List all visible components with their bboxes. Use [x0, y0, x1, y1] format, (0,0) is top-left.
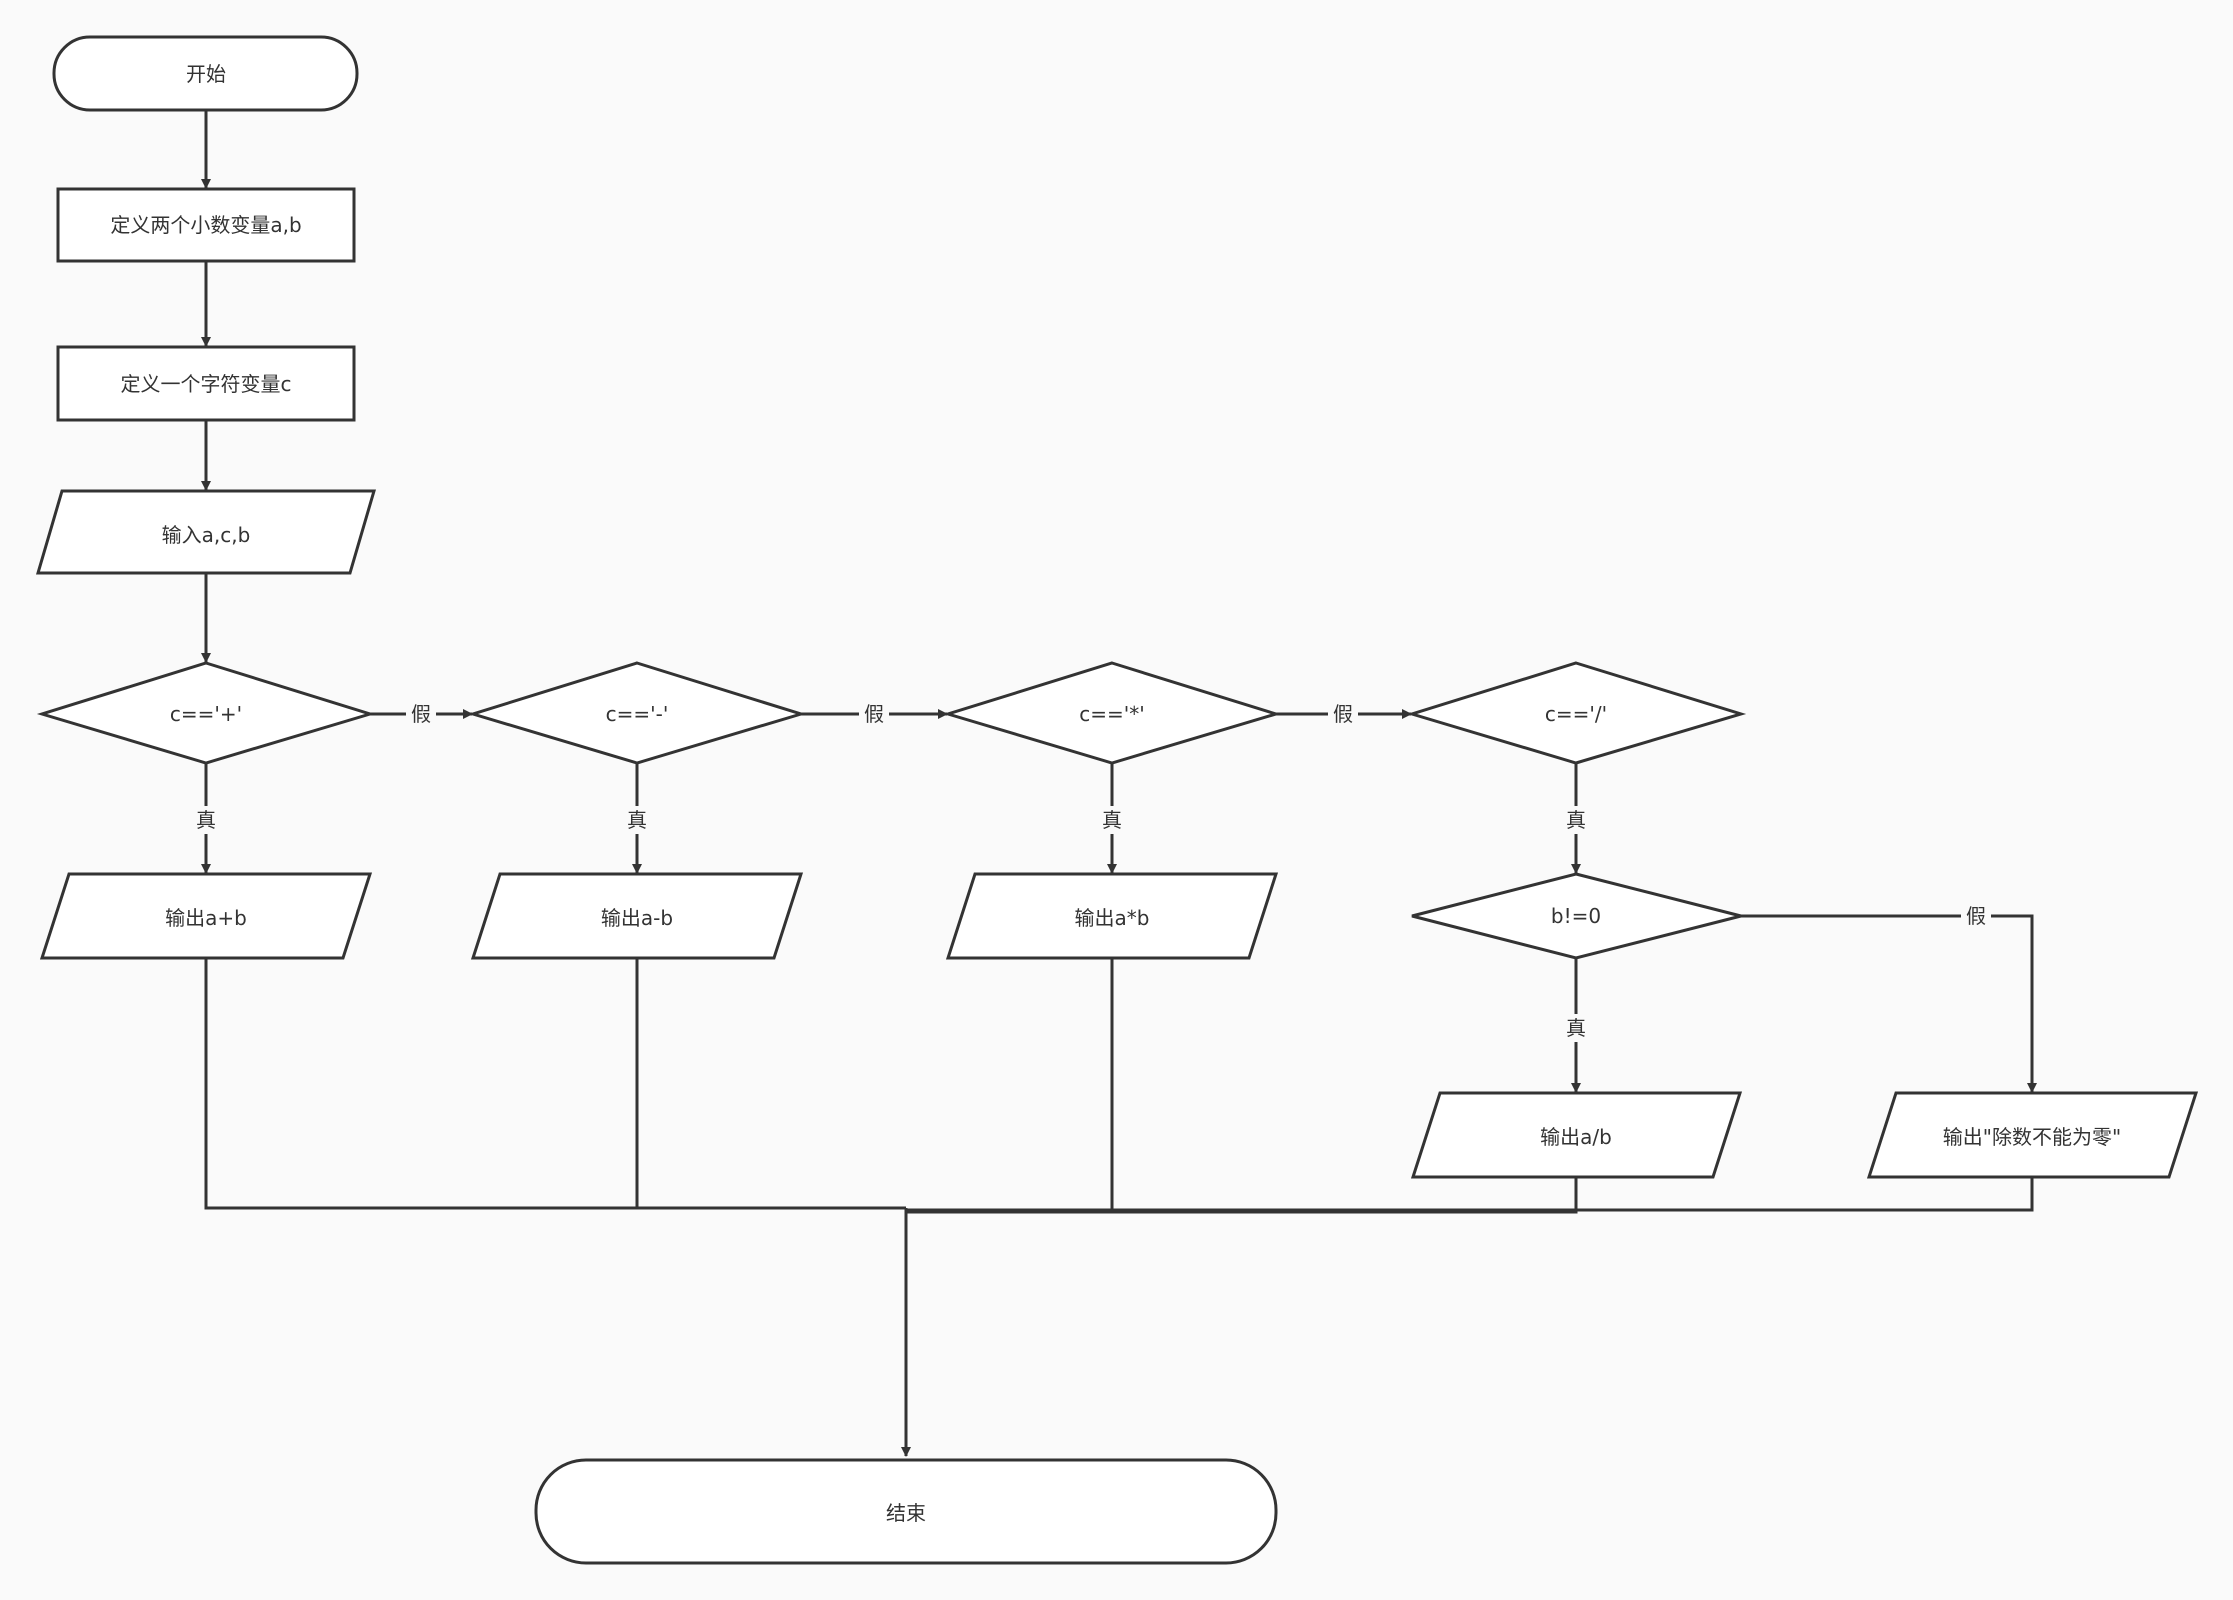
label-times-false: 假 [1333, 702, 1353, 726]
node-out-error[interactable]: 输出"除数不能为零" [1866, 1091, 2199, 1179]
node-input-label: 输入a,c,b [162, 523, 251, 547]
node-out-error-label: 输出"除数不能为零" [1943, 1125, 2121, 1149]
node-out-sum[interactable]: 输出a+b [39, 872, 373, 960]
node-out-quot-label: 输出a/b [1540, 1125, 1612, 1149]
node-out-diff-label: 输出a-b [601, 906, 673, 930]
node-end[interactable]: 结束 [534, 1458, 1278, 1565]
node-cond-bnz[interactable]: b!=0 [1411, 872, 1742, 960]
node-cond-minus-label: c=='-' [606, 702, 669, 726]
label-plus-true: 真 [196, 808, 216, 832]
node-out-prod-label: 输出a*b [1075, 906, 1150, 930]
label-bnz-false: 假 [1966, 904, 1986, 928]
nodes: 开始 定义两个小数变量a,b 定义一个字符变量c 输入a,c,b c=='+' … [35, 35, 2199, 1565]
node-cond-plus[interactable]: c=='+' [36, 661, 376, 765]
edge-sum-to-merge [204, 958, 906, 1210]
node-out-sum-label: 输出a+b [165, 906, 247, 930]
node-define-c[interactable]: 定义一个字符变量c [56, 345, 356, 422]
node-cond-minus[interactable]: c=='-' [467, 661, 807, 765]
connectors [201, 110, 2037, 1457]
edge-quot-to-merge [906, 1177, 1578, 1214]
node-cond-divide-label: c=='/' [1545, 702, 1607, 726]
node-out-prod[interactable]: 输出a*b [945, 872, 1279, 960]
node-cond-divide[interactable]: c=='/' [1406, 661, 1747, 765]
node-start-label: 开始 [186, 62, 226, 86]
node-define-ab-label: 定义两个小数变量a,b [110, 213, 301, 237]
label-bnz-true: 真 [1566, 1016, 1586, 1040]
node-cond-times-label: c=='*' [1079, 702, 1145, 726]
node-start[interactable]: 开始 [52, 35, 359, 112]
edge-prod-to-merge [906, 958, 1114, 1212]
edge-bnz-false [1741, 914, 2037, 1093]
node-define-c-label: 定义一个字符变量c [121, 372, 292, 396]
label-minus-true: 真 [627, 808, 647, 832]
node-define-ab[interactable]: 定义两个小数变量a,b [56, 187, 356, 263]
node-out-quot[interactable]: 输出a/b [1410, 1091, 1743, 1179]
edge-labels: 假 假 假 真 真 真 真 真 假 [191, 700, 1991, 1042]
label-times-true: 真 [1102, 808, 1122, 832]
label-plus-false: 假 [411, 702, 431, 726]
node-cond-times[interactable]: c=='*' [942, 661, 1282, 765]
node-cond-bnz-label: b!=0 [1551, 904, 1601, 928]
node-end-label: 结束 [886, 1501, 926, 1525]
node-out-diff[interactable]: 输出a-b [470, 872, 804, 960]
edge-error-to-merge [906, 1177, 2034, 1212]
node-input[interactable]: 输入a,c,b [35, 489, 377, 575]
node-cond-plus-label: c=='+' [170, 702, 242, 726]
label-divide-true: 真 [1566, 808, 1586, 832]
label-minus-false: 假 [864, 702, 884, 726]
